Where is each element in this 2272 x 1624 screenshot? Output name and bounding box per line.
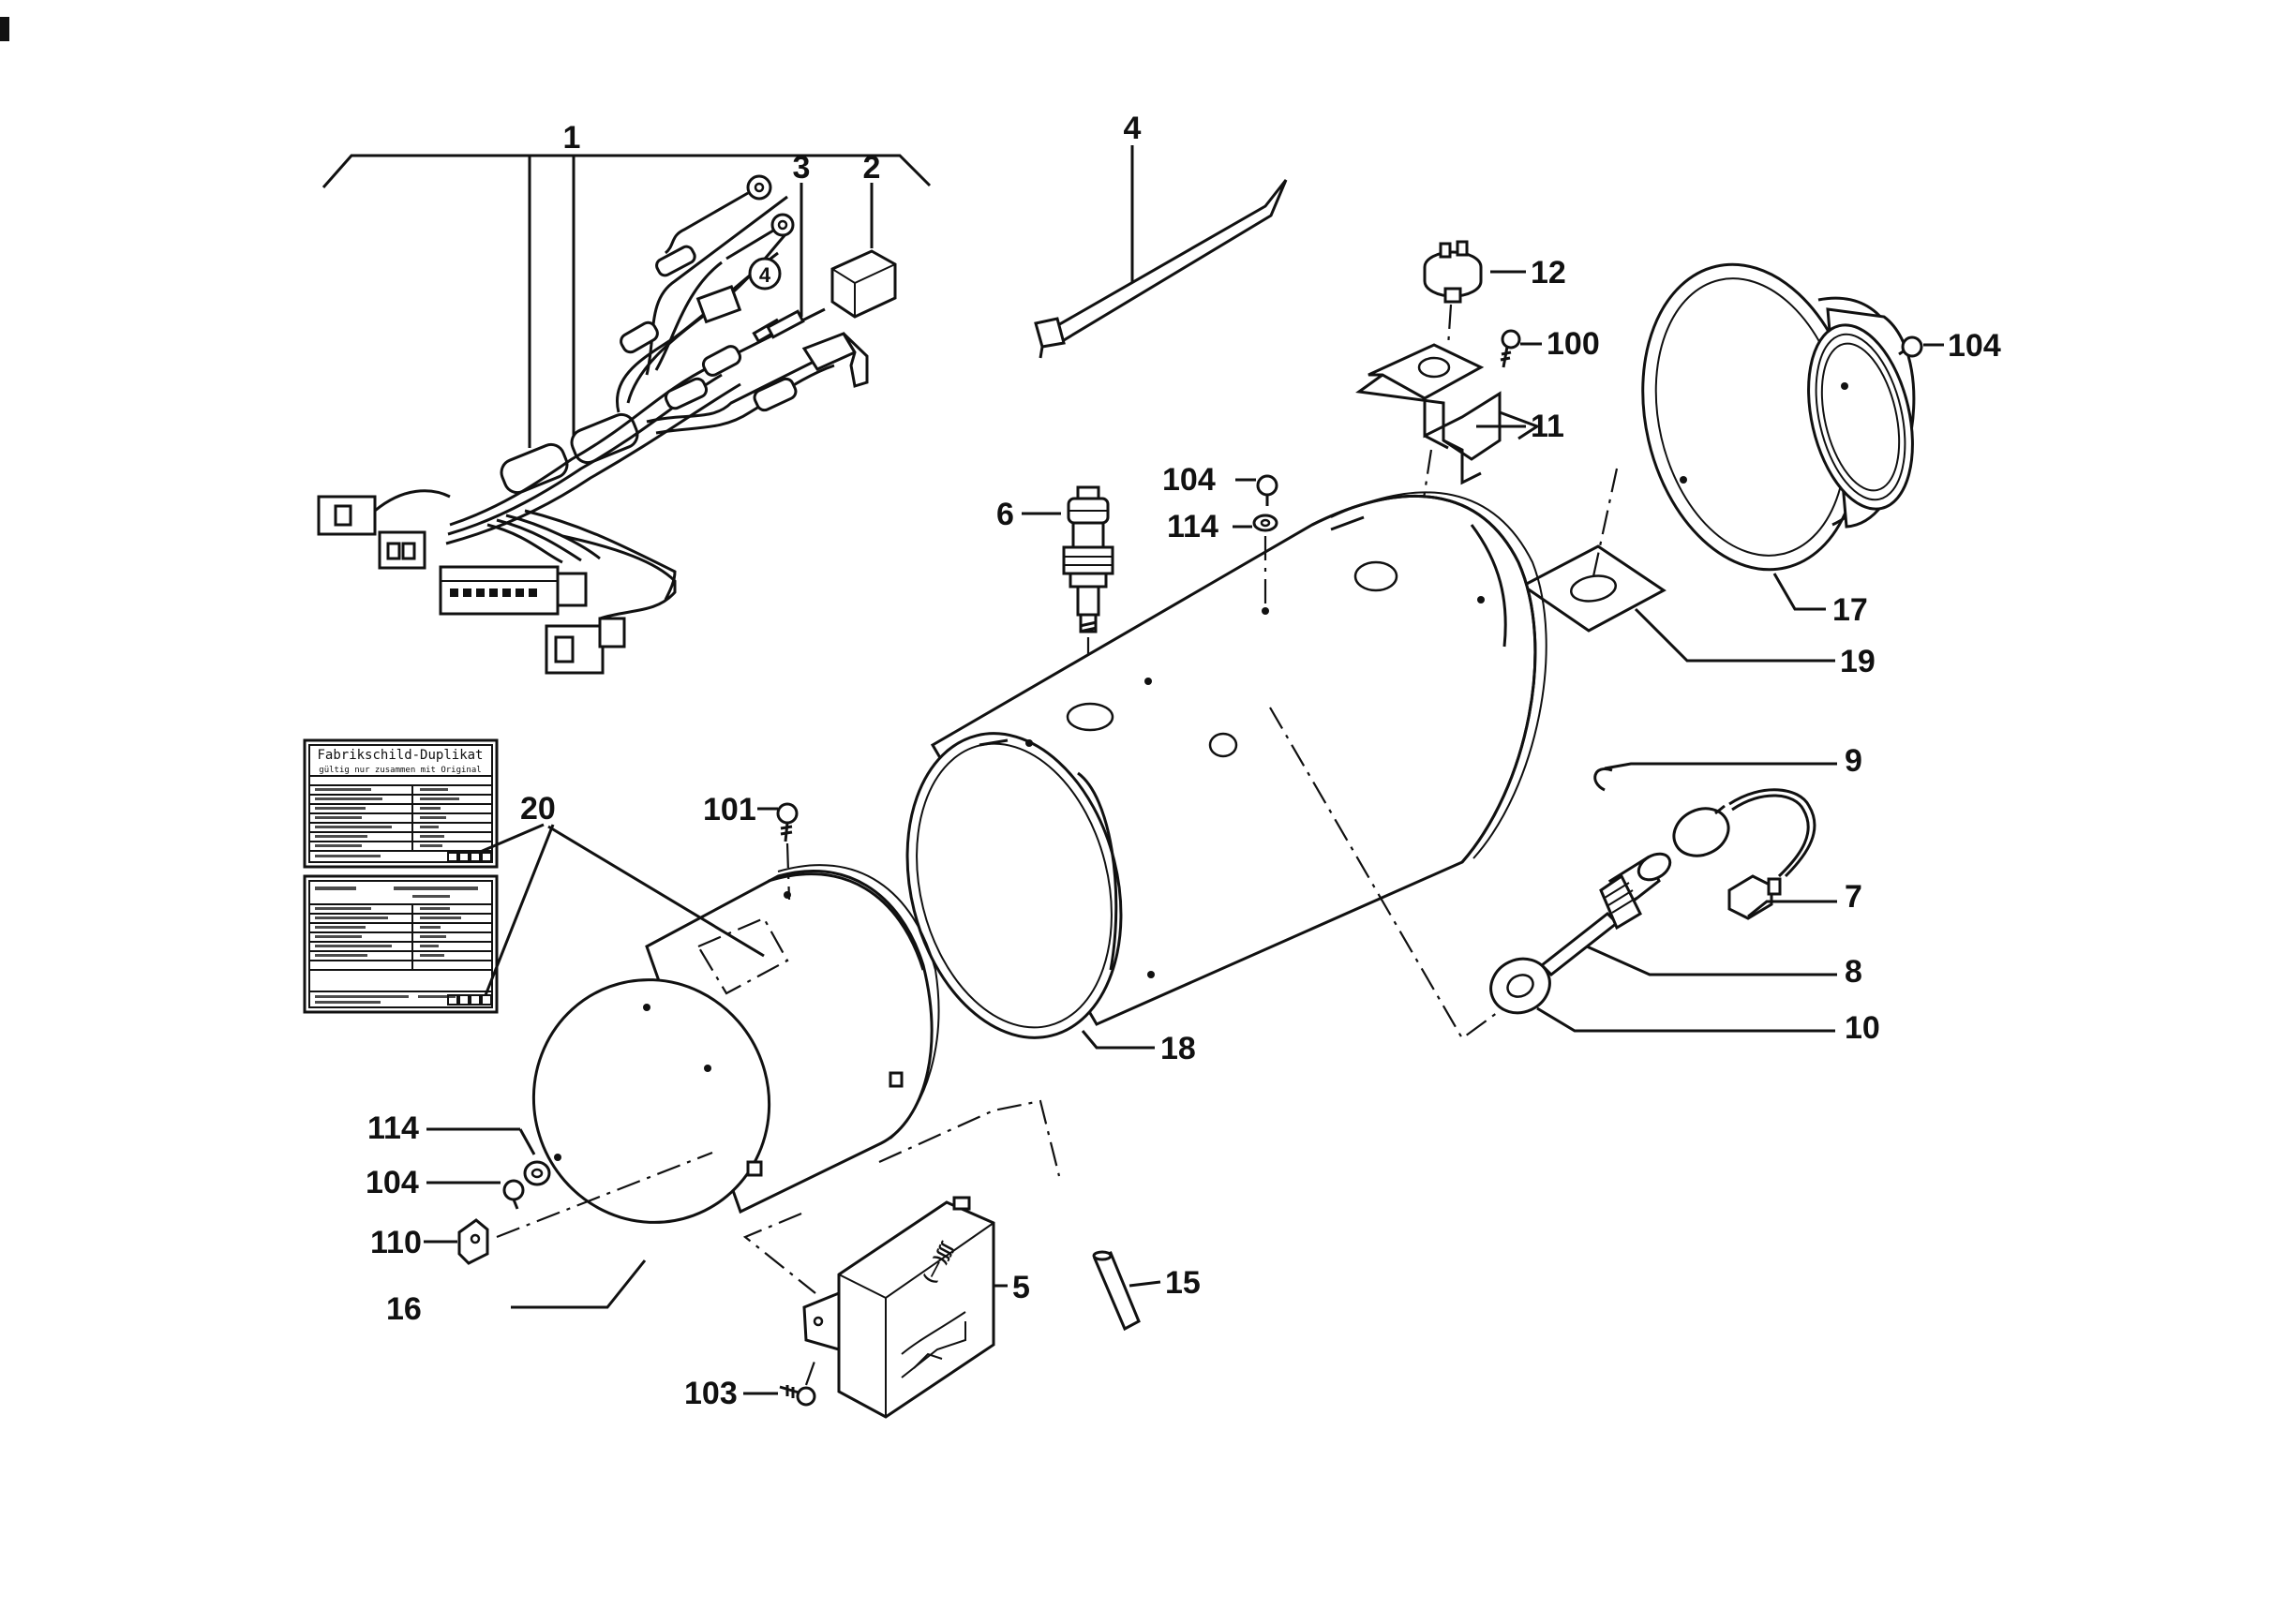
leader-16	[511, 1259, 647, 1309]
harness-fuse-1	[655, 245, 696, 277]
callout-100: 100	[1547, 326, 1600, 362]
overheat-switch-part-12	[1423, 240, 1526, 348]
dash-tube-to-15	[878, 1099, 1061, 1177]
leader-17	[1772, 573, 1826, 611]
harness-connector-bottom	[545, 624, 605, 675]
plate-subheader: gültig nur zusammen mit Original	[319, 766, 481, 775]
harness-fuse-4	[664, 377, 709, 410]
callout-104-top: 104	[1162, 462, 1216, 498]
callout-16: 16	[386, 1291, 422, 1327]
leader-8	[1586, 945, 1837, 976]
callout-110: 110	[370, 1225, 422, 1260]
callout-6: 6	[996, 497, 1014, 532]
svg-text:4: 4	[759, 263, 771, 287]
harness-elbow-plug-b	[842, 332, 869, 388]
callout-2: 2	[863, 150, 881, 186]
pin-part-15	[1092, 1250, 1161, 1332]
callout-7: 7	[1845, 879, 1862, 915]
encircled-marker-4	[748, 257, 782, 291]
callout-19: 19	[1840, 644, 1876, 679]
callout-101: 101	[703, 792, 756, 827]
callout-9: 9	[1845, 743, 1862, 779]
screw-part-103	[743, 1358, 817, 1407]
callout-8: 8	[1845, 954, 1862, 990]
leader-9	[1604, 762, 1837, 770]
leader-20a	[477, 823, 545, 855]
corner-mark	[0, 17, 9, 41]
callout-104-left: 104	[366, 1165, 419, 1200]
clip-part-9	[1593, 762, 1837, 792]
harness-bracket-line	[321, 154, 932, 188]
connector-housing-part-2	[830, 183, 897, 319]
leader-114b	[518, 1128, 536, 1155]
bracket-part-110	[424, 1218, 489, 1265]
callout-103: 103	[684, 1376, 738, 1411]
callout-17: 17	[1832, 592, 1868, 628]
leader-10	[1536, 1006, 1835, 1033]
wiring-harness	[317, 154, 932, 675]
callout-20: 20	[520, 791, 556, 827]
dash-110-to-tube	[496, 1151, 713, 1239]
harness-fuse-3	[701, 345, 742, 377]
leader-20b	[547, 825, 765, 958]
callout-10: 10	[1845, 1010, 1880, 1046]
callout-3: 3	[793, 150, 811, 186]
callout-15: 15	[1165, 1265, 1201, 1301]
leader-7	[1747, 900, 1837, 918]
callout-104-right: 104	[1948, 328, 2001, 364]
leader-19	[1634, 607, 1835, 663]
leader-18	[1081, 1030, 1155, 1050]
callout-12: 12	[1531, 255, 1566, 291]
dash-tube-to-5	[742, 1212, 816, 1294]
leader-15	[1129, 1280, 1161, 1288]
screw-104-washer-114-top	[1233, 474, 1278, 611]
harness-sleeve-1	[500, 442, 569, 495]
leader-20c	[484, 824, 555, 996]
gasket-part-19	[1520, 468, 1835, 663]
terminal-part-3: 4	[748, 183, 805, 339]
callout-11: 11	[1531, 409, 1564, 444]
screw-part-101	[757, 802, 799, 901]
callout-1: 1	[563, 120, 581, 156]
sensor-with-cable	[1672, 788, 1816, 878]
callout-114-top: 114	[1167, 509, 1218, 544]
name-plates-part-20: Fabrikschild-Duplikat gültig nur zusamme…	[303, 738, 765, 1014]
front-cover-part-17	[1641, 262, 1916, 611]
washer-114-screw-104-left	[426, 1127, 551, 1210]
main-housing-part-18	[905, 491, 1547, 1050]
callout-labels: 1 2 3 4 5 6 7 8 9 10 11 12 15 16 17 18 1…	[366, 111, 2001, 1411]
combustion-tube-part-16	[511, 864, 940, 1309]
harness-plug-1	[695, 285, 742, 324]
plate-header: Fabrikschild-Duplikat	[317, 748, 483, 763]
bracket-part-11	[1355, 343, 1541, 554]
callout-4: 4	[1124, 111, 1142, 146]
control-unit-part-5: (—)∫∫∫	[802, 1196, 1008, 1419]
callout-18: 18	[1160, 1031, 1196, 1066]
plug-part-7	[1727, 874, 1837, 920]
harness-fuse-5	[753, 377, 798, 412]
cable-tie-part-4	[1034, 145, 1288, 359]
washer-part-10	[1489, 957, 1835, 1033]
name-plate-original	[303, 874, 499, 1014]
screw-104-front-cover	[1898, 335, 1944, 358]
callout-114-left: 114	[367, 1110, 419, 1146]
screw-part-100	[1500, 329, 1542, 368]
callout-5: 5	[1012, 1270, 1030, 1305]
glow-plug-part-6	[1022, 485, 1114, 722]
harness-fuse-2	[620, 320, 659, 354]
harness-multipin-block	[439, 565, 560, 616]
